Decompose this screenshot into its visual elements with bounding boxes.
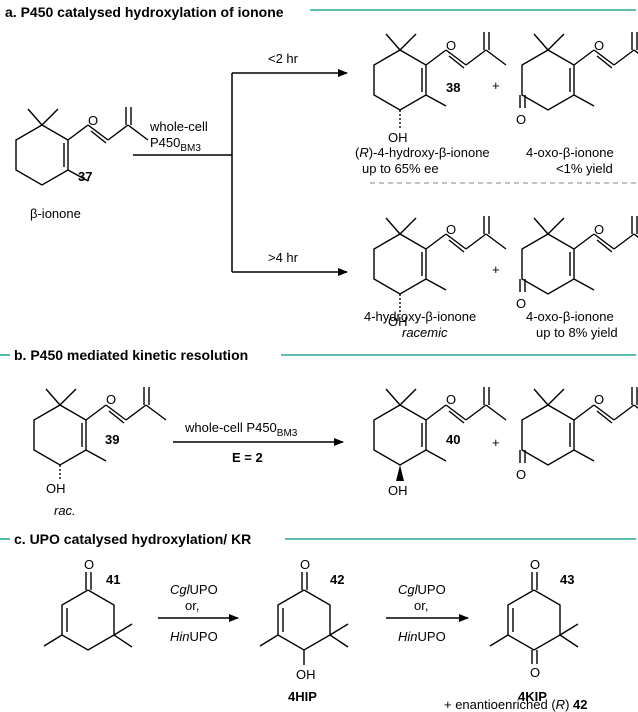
yield-up-to-8: up to 8% yield bbox=[536, 325, 618, 340]
name-4-oxo-beta-ionone-lower: 4-oxo-β-ionone bbox=[526, 309, 614, 324]
name-4-hydroxy-beta-ionone: 4-hydroxy-β-ionone bbox=[364, 309, 476, 324]
ee-up-to-65: up to 65% ee bbox=[362, 161, 439, 176]
reagent-cglupo-2: CglUPO bbox=[398, 582, 446, 597]
section-a-header: a. P450 catalysed hydroxylation of ionon… bbox=[5, 4, 636, 20]
atom-oh-39: OH bbox=[46, 481, 66, 496]
section-c-title: c. UPO catalysed hydroxylation/ KR bbox=[14, 531, 251, 547]
atom-o-39: O bbox=[106, 392, 116, 407]
reagent-whole-cell-a: whole-cell bbox=[149, 119, 208, 134]
structure-41: O 41 bbox=[43, 557, 133, 651]
atom-o-keto-b: O bbox=[516, 467, 526, 482]
section-b-header: b. P450 mediated kinetic resolution bbox=[0, 347, 636, 363]
yield-less-than-1: <1% yield bbox=[556, 161, 613, 176]
name-r-4-hydroxy-beta-ionone: (R)-4-hydroxy-β-ionone bbox=[355, 145, 490, 160]
atom-o-side-b: O bbox=[594, 392, 604, 407]
compound-number-42: 42 bbox=[330, 572, 344, 587]
section-c-header: c. UPO catalysed hydroxylation/ KR bbox=[0, 531, 636, 547]
compound-number-37: 37 bbox=[78, 169, 92, 184]
plus-sign-a1: + bbox=[492, 78, 500, 93]
time-less-than-2hr: <2 hr bbox=[268, 51, 299, 66]
atom-o-side-lower: O bbox=[594, 222, 604, 237]
code-4hip: 4HIP bbox=[288, 689, 317, 704]
atom-o-side-upper: O bbox=[594, 38, 604, 53]
label-racemic: racemic bbox=[402, 325, 448, 340]
e-value: E = 2 bbox=[232, 450, 263, 465]
footnote-enantioenriched: + enantioenriched (R) 42 bbox=[444, 697, 587, 712]
atom-o-keto-upper: O bbox=[516, 112, 526, 127]
atom-oh-42: OH bbox=[296, 667, 316, 682]
reagent-hinupo-2: HinUPO bbox=[398, 629, 446, 644]
atom-o-40: O bbox=[446, 392, 456, 407]
reagent-or-1: or, bbox=[185, 598, 199, 613]
compound-number-40: 40 bbox=[446, 432, 460, 447]
section-b-title: b. P450 mediated kinetic resolution bbox=[14, 347, 248, 363]
plus-sign-b: + bbox=[492, 435, 500, 450]
code-4kip: 4KIP bbox=[518, 689, 547, 704]
name-4-oxo-beta-ionone-upper: 4-oxo-β-ionone bbox=[526, 145, 614, 160]
atom-o-41: O bbox=[84, 557, 94, 572]
reagent-p450-a: P450BM3 bbox=[150, 135, 201, 154]
compound-number-43: 43 bbox=[560, 572, 574, 587]
structure-4-oxo-lower: O O bbox=[516, 215, 638, 311]
structure-37: O 37 β-ionone bbox=[15, 106, 149, 221]
atom-o-keto-lower: O bbox=[516, 296, 526, 311]
structure-39: OH O 39 rac. bbox=[33, 386, 167, 518]
compound-number-38: 38 bbox=[446, 80, 460, 95]
compound-number-39: 39 bbox=[105, 432, 119, 447]
atom-oh-38: OH bbox=[388, 130, 408, 145]
reaction-arrow-a bbox=[133, 69, 348, 276]
structure-4-oxo-upper: O O bbox=[516, 31, 638, 127]
reagent-p450-b: whole-cell P450BM3 bbox=[184, 420, 298, 439]
name-beta-ionone: β-ionone bbox=[30, 206, 81, 221]
structure-38: OH O 38 bbox=[373, 31, 507, 145]
reagent-cglupo-1: CglUPO bbox=[170, 582, 218, 597]
reagent-hinupo-1: HinUPO bbox=[170, 629, 218, 644]
reagent-or-2: or, bbox=[414, 598, 428, 613]
structure-43: O O 43 4KIP bbox=[489, 557, 579, 704]
compound-number-41: 41 bbox=[106, 572, 120, 587]
plus-sign-a2: + bbox=[492, 262, 500, 277]
time-greater-than-4hr: >4 hr bbox=[268, 250, 299, 265]
atom-o-43: O bbox=[530, 557, 540, 572]
atom-o-racemic: O bbox=[446, 222, 456, 237]
structure-4-oxo-section-b: O O bbox=[516, 386, 638, 482]
structure-40: OH O 40 bbox=[373, 386, 507, 498]
label-rac: rac. bbox=[54, 503, 76, 518]
atom-o-42: O bbox=[300, 557, 310, 572]
structure-4-hydroxy-racemic: OH O bbox=[373, 215, 507, 329]
atom-o-38: O bbox=[446, 38, 456, 53]
atom-oh-40: OH bbox=[388, 483, 408, 498]
atom-oh-racemic: OH bbox=[388, 314, 408, 329]
section-a-title: a. P450 catalysed hydroxylation of ionon… bbox=[5, 4, 284, 20]
structure-42: OH O 42 4HIP bbox=[259, 557, 349, 704]
atom-o-37: O bbox=[88, 113, 98, 128]
atom-o-keto-43: O bbox=[530, 665, 540, 680]
